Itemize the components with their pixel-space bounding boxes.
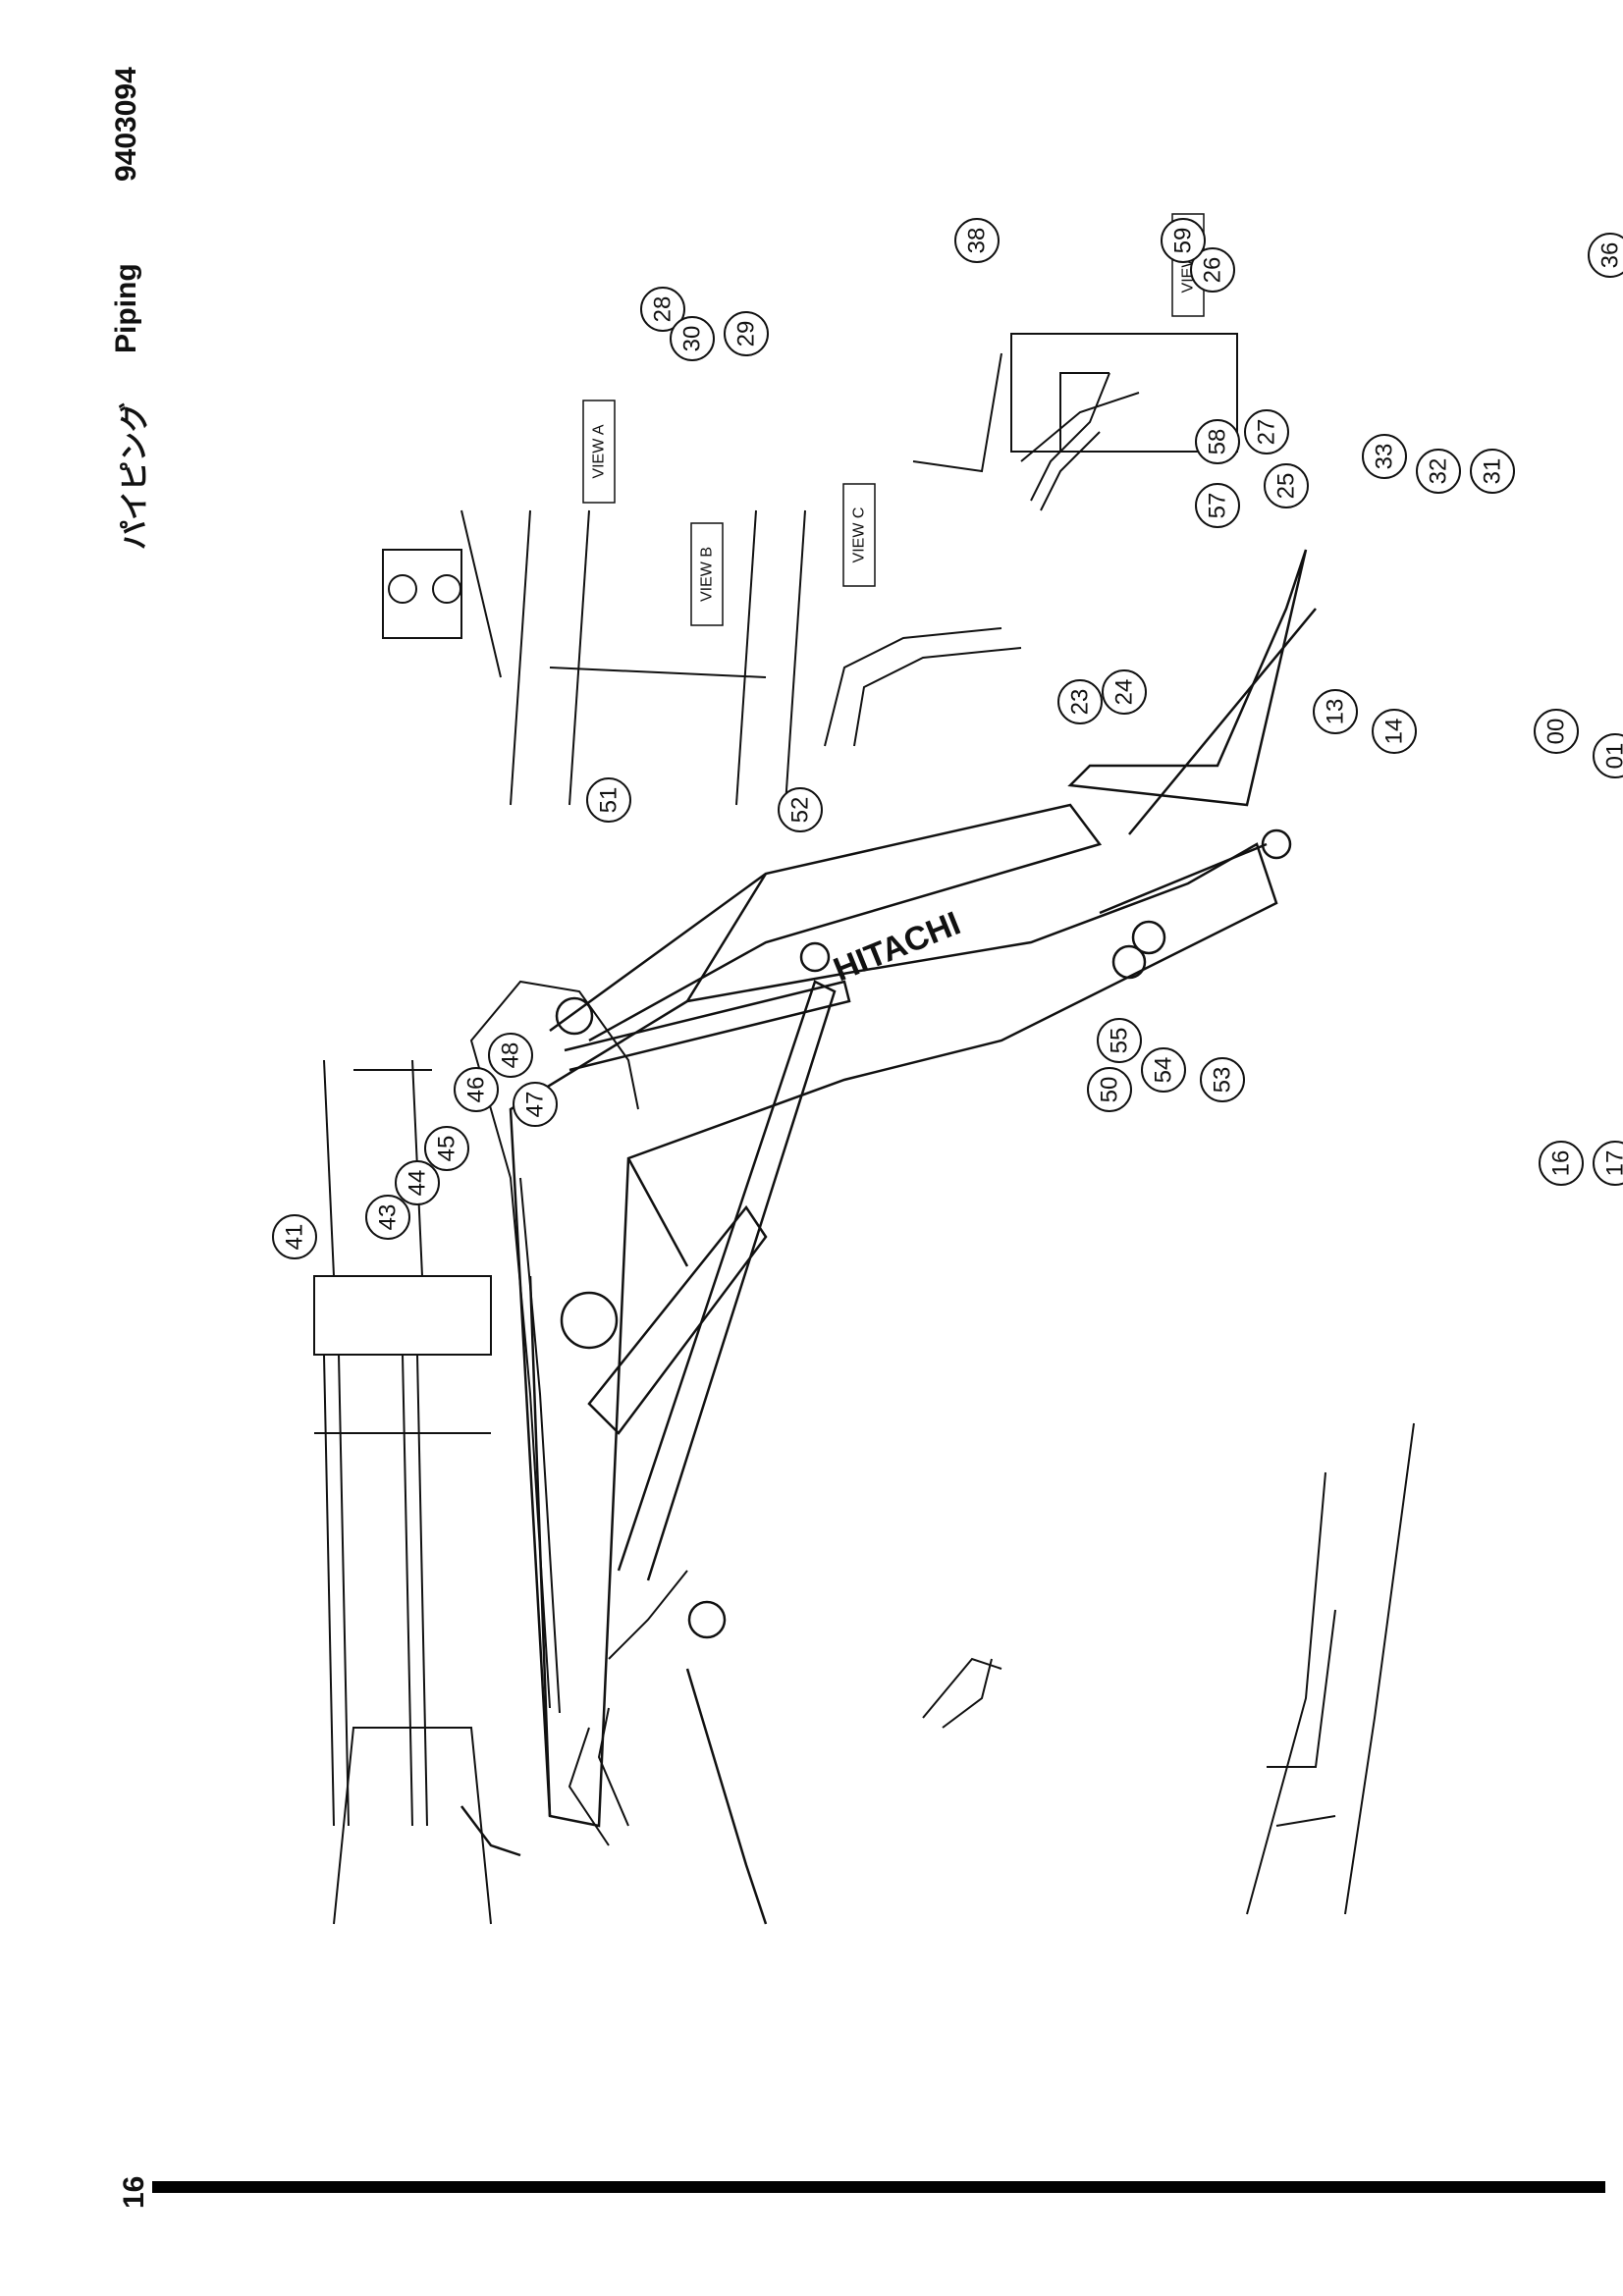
callout-number: 00 bbox=[1543, 719, 1570, 745]
callout-number: 53 bbox=[1210, 1067, 1236, 1094]
callout-14: 14 bbox=[1372, 709, 1417, 754]
callout-number: 43 bbox=[375, 1204, 402, 1231]
view-label-text: VIEW B bbox=[699, 547, 716, 602]
hose-lines bbox=[469, 372, 1110, 1846]
callout-number: 28 bbox=[650, 296, 676, 323]
callout-26: 26 bbox=[1190, 247, 1235, 293]
view-label-c: VIEW C bbox=[842, 483, 876, 587]
callout-54: 54 bbox=[1141, 1047, 1186, 1093]
callout-number: 51 bbox=[596, 787, 622, 814]
bottom-rule bbox=[152, 2181, 1605, 2193]
callout-55: 55 bbox=[1097, 1018, 1142, 1063]
callout-24: 24 bbox=[1102, 669, 1147, 715]
view-e-sketch bbox=[922, 1657, 1002, 1729]
view-label-a: VIEW A bbox=[582, 400, 616, 504]
callout-number: 46 bbox=[463, 1077, 490, 1103]
callout-41: 41 bbox=[272, 1214, 317, 1259]
callout-32: 32 bbox=[1416, 449, 1461, 494]
callout-27: 27 bbox=[1244, 409, 1289, 454]
callout-59: 59 bbox=[1161, 218, 1206, 263]
callout-number: 58 bbox=[1205, 429, 1231, 455]
callout-36: 36 bbox=[1588, 233, 1623, 278]
callout-52: 52 bbox=[778, 787, 823, 832]
callout-number: 50 bbox=[1097, 1077, 1123, 1103]
callout-number: 59 bbox=[1170, 228, 1197, 254]
callout-16: 16 bbox=[1539, 1141, 1584, 1186]
view-b-sketch bbox=[510, 509, 806, 806]
callout-number: 41 bbox=[282, 1224, 308, 1251]
callout-number: 38 bbox=[964, 228, 991, 254]
callout-number: 57 bbox=[1205, 493, 1231, 519]
callout-number: 17 bbox=[1602, 1150, 1623, 1177]
view-label-text: VIEW A bbox=[591, 424, 608, 478]
view-c-sketch bbox=[824, 627, 1022, 747]
callout-number: 36 bbox=[1597, 242, 1623, 269]
callout-number: 23 bbox=[1067, 689, 1094, 716]
callout-number: 13 bbox=[1323, 699, 1349, 725]
callout-57: 57 bbox=[1195, 483, 1240, 528]
view-label-b: VIEW B bbox=[690, 522, 724, 626]
view-d-sketch bbox=[912, 333, 1238, 473]
part-callouts: 0001020304050607080913141516171819232425… bbox=[272, 218, 1623, 1259]
boom-piping-detail bbox=[313, 1059, 492, 1925]
callout-47: 47 bbox=[513, 1082, 558, 1127]
callout-number: 33 bbox=[1372, 444, 1398, 470]
callout-45: 45 bbox=[424, 1126, 469, 1171]
callout-number: 44 bbox=[405, 1170, 431, 1197]
callout-51: 51 bbox=[586, 777, 631, 823]
callout-number: 48 bbox=[498, 1042, 524, 1069]
callout-number: 32 bbox=[1426, 458, 1452, 485]
callout-33: 33 bbox=[1362, 434, 1407, 479]
callout-53: 53 bbox=[1200, 1057, 1245, 1102]
callout-number: 31 bbox=[1480, 458, 1506, 485]
callout-00: 00 bbox=[1534, 709, 1579, 754]
callout-number: 27 bbox=[1254, 419, 1280, 446]
callout-50: 50 bbox=[1087, 1067, 1132, 1112]
callout-43: 43 bbox=[365, 1195, 410, 1240]
callout-number: 45 bbox=[434, 1136, 460, 1162]
callout-28: 28 bbox=[640, 287, 685, 332]
callout-number: 01 bbox=[1602, 743, 1623, 770]
callout-number: 26 bbox=[1200, 257, 1226, 284]
view-label-text: VIEW C bbox=[851, 507, 868, 563]
callout-number: 54 bbox=[1151, 1057, 1177, 1084]
boom-assembly bbox=[460, 549, 1317, 1925]
view-a-sketch bbox=[382, 509, 502, 678]
callout-29: 29 bbox=[724, 311, 769, 356]
callout-number: 47 bbox=[522, 1092, 549, 1118]
callout-number: 52 bbox=[787, 797, 814, 824]
callout-31: 31 bbox=[1470, 449, 1515, 494]
callout-number: 24 bbox=[1111, 679, 1138, 706]
view-f-sketch bbox=[1246, 1422, 1415, 1915]
callout-number: 14 bbox=[1381, 719, 1408, 745]
callout-46: 46 bbox=[454, 1067, 499, 1112]
callout-number: 25 bbox=[1273, 473, 1300, 500]
callout-number: 16 bbox=[1548, 1150, 1575, 1177]
callout-13: 13 bbox=[1313, 689, 1358, 734]
callout-58: 58 bbox=[1195, 419, 1240, 464]
callout-25: 25 bbox=[1264, 463, 1309, 508]
callout-17: 17 bbox=[1593, 1141, 1623, 1186]
callout-number: 29 bbox=[733, 321, 760, 347]
callout-01: 01 bbox=[1593, 733, 1623, 778]
callout-number: 30 bbox=[679, 326, 706, 352]
callout-38: 38 bbox=[954, 218, 1000, 263]
callout-23: 23 bbox=[1057, 679, 1103, 724]
callout-30: 30 bbox=[670, 316, 715, 361]
callout-48: 48 bbox=[488, 1033, 533, 1078]
callout-number: 55 bbox=[1107, 1028, 1133, 1054]
callout-44: 44 bbox=[395, 1160, 440, 1205]
